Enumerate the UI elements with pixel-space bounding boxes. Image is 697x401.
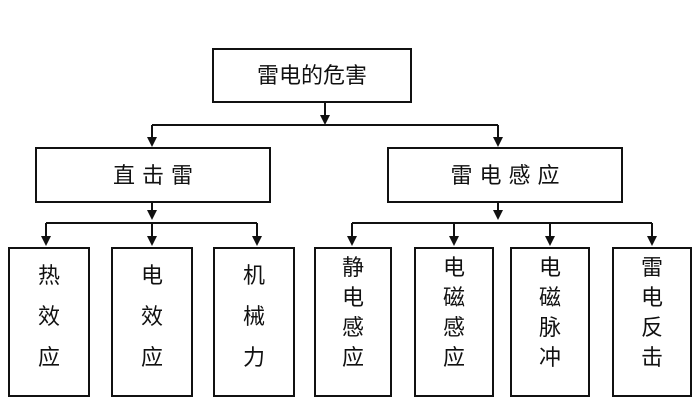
vertical-char: 静 — [342, 256, 364, 281]
vertical-char: 电 — [141, 264, 163, 289]
vertical-char: 械 — [243, 305, 265, 330]
vertical-char: 磁 — [443, 286, 465, 311]
leaf-label-lightning-counterattack: 雷电反击 — [641, 256, 663, 371]
leaf-label-electric-effect: 电效应 — [141, 264, 163, 371]
vertical-char: 脉 — [539, 316, 561, 341]
branch-label-induction: 雷 电 感 应 — [451, 164, 560, 189]
vertical-char: 雷 — [641, 256, 663, 281]
vertical-char: 应 — [38, 346, 60, 371]
vertical-char: 电 — [641, 286, 663, 311]
vertical-char: 热 — [38, 264, 60, 289]
leaf-label-electromagnetic-pulse: 电磁脉冲 — [539, 256, 561, 371]
vertical-char: 反 — [641, 316, 663, 341]
leaf-node-lightning-counterattack: 雷电反击 — [612, 247, 692, 397]
vertical-char: 效 — [141, 305, 163, 330]
vertical-char: 应 — [443, 346, 465, 371]
vertical-char: 机 — [243, 264, 265, 289]
leaf-node-electromagnetic-induction: 电磁感应 — [414, 247, 494, 397]
branch-node-direct-strike: 直 击 雷 — [35, 147, 271, 203]
leaf-node-electromagnetic-pulse: 电磁脉冲 — [510, 247, 590, 397]
leaf-label-electrostatic-induction: 静电感应 — [342, 256, 364, 371]
vertical-char: 应 — [141, 346, 163, 371]
vertical-char: 应 — [342, 346, 364, 371]
vertical-char: 击 — [641, 346, 663, 371]
root-label: 雷电的危害 — [257, 64, 367, 89]
branch-node-induction: 雷 电 感 应 — [387, 147, 623, 203]
leaf-label-electromagnetic-induction: 电磁感应 — [443, 256, 465, 371]
branch-label-direct-strike: 直 击 雷 — [113, 164, 193, 189]
vertical-char: 磁 — [539, 286, 561, 311]
vertical-char: 冲 — [539, 346, 561, 371]
vertical-char: 效 — [38, 305, 60, 330]
vertical-char: 感 — [342, 316, 364, 341]
vertical-char: 电 — [539, 256, 561, 281]
leaf-node-mechanical-force: 机械力 — [213, 247, 295, 397]
connectors — [41, 102, 657, 246]
vertical-char: 电 — [443, 256, 465, 281]
leaf-node-electrostatic-induction: 静电感应 — [314, 247, 392, 397]
vertical-char: 感 — [443, 316, 465, 341]
leaf-node-heat-effect: 热效应 — [8, 247, 90, 397]
vertical-char: 力 — [243, 346, 265, 371]
leaf-label-heat-effect: 热效应 — [38, 264, 60, 371]
leaf-node-electric-effect: 电效应 — [111, 247, 193, 397]
vertical-char: 电 — [342, 286, 364, 311]
root-node: 雷电的危害 — [212, 48, 412, 103]
leaf-label-mechanical-force: 机械力 — [243, 264, 265, 371]
